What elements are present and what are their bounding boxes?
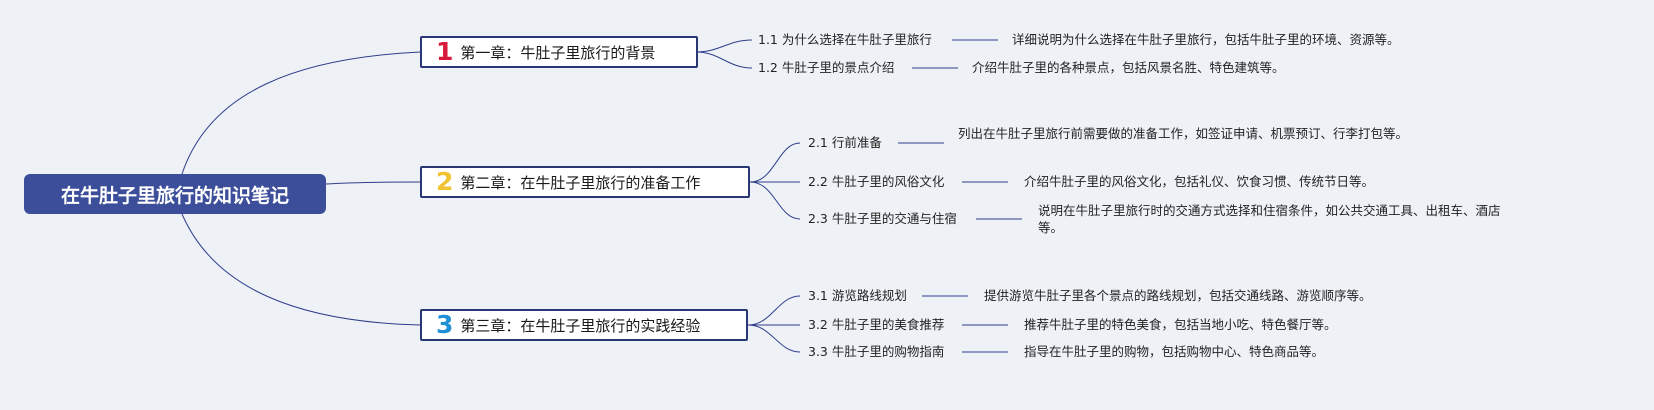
root-topic[interactable]: 在牛肚子里旅行的知识笔记 [24,174,326,214]
connector-ch2-sub3 [749,181,801,220]
connector-ch2-sub1 [749,142,801,183]
connector-root-ch3 [181,213,421,326]
chapter-3-topic[interactable]: 3 第三章：在牛肚子里旅行的实践经验 [420,309,748,341]
subtopic-1-2-desc: 介绍牛肚子里的各种景点，包括风景名胜、特色建筑等。 [972,60,1285,75]
chapter-2-title: 第二章：在牛肚子里旅行的准备工作 [460,173,701,192]
subtopic-1-1-desc: 详细说明为什么选择在牛肚子里旅行，包括牛肚子里的环境、资源等。 [1012,32,1400,47]
chapter-1-title: 第一章：牛肚子里旅行的背景 [460,43,656,62]
subtopic-3-1-desc: 提供游览牛肚子里各个景点的路线规划，包括交通线路、游览顺序等。 [984,288,1372,303]
chapter-1-number-icon: 1 [436,36,454,66]
connector-root-ch2 [325,181,421,185]
connector-ch1-sub1 [695,39,753,53]
chapter-3-number-icon: 3 [436,309,454,339]
subtopic-2-3[interactable]: 2.3 牛肚子里的交通与住宿 [808,211,957,226]
chapter-2-number-icon: 2 [436,166,454,196]
subtopic-2-2-desc: 介绍牛肚子里的风俗文化，包括礼仪、饮食习惯、传统节日等。 [1024,174,1375,189]
subtopic-1-2[interactable]: 1.2 牛肚子里的景点介绍 [758,60,895,75]
subtopic-3-1[interactable]: 3.1 游览路线规划 [808,288,907,303]
root-title: 在牛肚子里旅行的知识笔记 [60,184,289,207]
subtopic-3-3[interactable]: 3.3 牛肚子里的购物指南 [808,344,945,359]
subtopic-1-1[interactable]: 1.1 为什么选择在牛肚子里旅行 [758,32,932,47]
subtopic-3-2[interactable]: 3.2 牛肚子里的美食推荐 [808,317,945,332]
subtopic-2-1[interactable]: 2.1 行前准备 [808,135,882,150]
chapter-1-topic[interactable]: 1 第一章：牛肚子里旅行的背景 [420,36,698,68]
chapter-2-topic[interactable]: 2 第二章：在牛肚子里旅行的准备工作 [420,166,750,198]
subtopic-2-2[interactable]: 2.2 牛肚子里的风俗文化 [808,174,945,189]
connector-root-ch1 [181,51,421,175]
connector-ch3-sub1 [747,295,801,326]
subtopic-2-3-desc: 说明在牛肚子里旅行时的交通方式选择和住宿条件，如公共交通工具、出租车、酒店等。 [1038,203,1501,235]
subtopic-3-2-desc: 推荐牛肚子里的特色美食，包括当地小吃、特色餐厅等。 [1024,317,1337,332]
subtopic-3-3-desc: 指导在牛肚子里的购物，包括购物中心、特色商品等。 [1024,344,1325,359]
subtopic-2-1-desc: 列出在牛肚子里旅行前需要做的准备工作，如签证申请、机票预订、行李打包等。 [958,126,1409,141]
chapter-3-title: 第三章：在牛肚子里旅行的实践经验 [460,316,701,335]
connector-ch3-sub3 [747,324,801,353]
connector-ch1-sub2 [695,51,753,69]
